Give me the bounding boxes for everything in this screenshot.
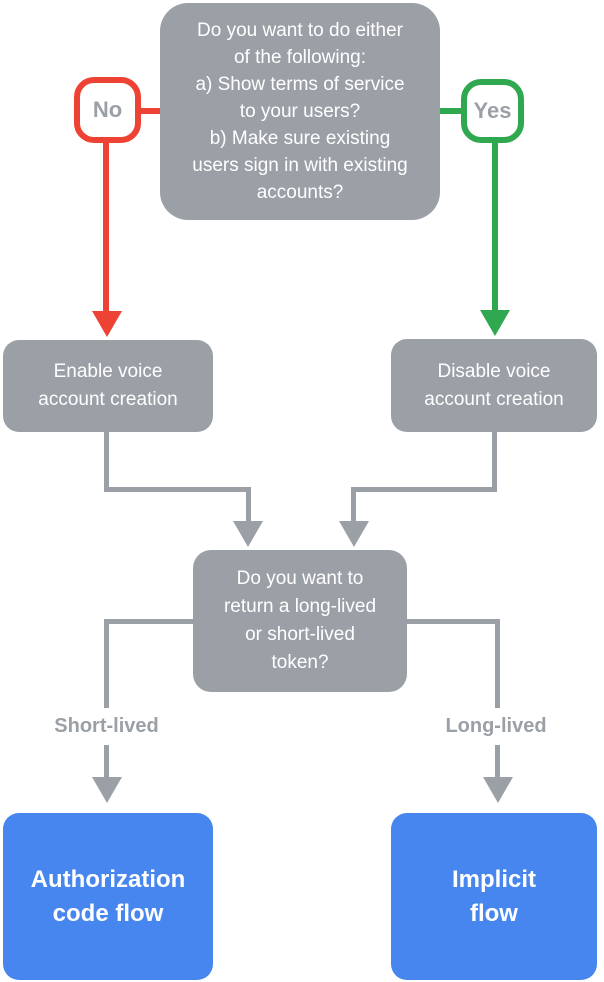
no-connector-vertical bbox=[103, 140, 109, 313]
enable-voice-account-creation-node: Enable voice account creation bbox=[3, 340, 213, 432]
question-token-lifetime-node: Do you want to return a long-lived or sh… bbox=[193, 550, 407, 692]
long-lived-connector-vertical bbox=[495, 619, 500, 779]
yes-connector-horizontal bbox=[438, 108, 462, 114]
disable-voice-account-creation-node: Disable voice account creation bbox=[391, 339, 597, 432]
long-lived-connector-horizontal bbox=[407, 619, 500, 624]
enable-voice-account-creation-text: Enable voice account creation bbox=[38, 361, 178, 410]
enable-connector-vertical bbox=[104, 432, 109, 490]
authorization-code-flow-text: Authorization code flow bbox=[30, 865, 186, 927]
question-token-lifetime-text: Do you want to return a long-lived or sh… bbox=[223, 568, 377, 673]
yes-badge-label: Yes bbox=[473, 98, 512, 123]
enable-arrowhead-icon bbox=[233, 521, 263, 547]
short-lived-edge-label-text: Short-lived bbox=[54, 715, 159, 737]
long-lived-arrowhead-icon bbox=[483, 777, 513, 803]
disable-voice-account-creation-text: Disable voice account creation bbox=[424, 360, 564, 410]
short-lived-connector-horizontal bbox=[104, 619, 194, 624]
short-lived-arrowhead-icon bbox=[92, 777, 122, 803]
disable-connector-drop bbox=[351, 487, 356, 523]
no-badge: No bbox=[74, 77, 141, 143]
short-lived-edge-label: Short-lived bbox=[21, 708, 192, 745]
no-arrowhead-icon bbox=[92, 311, 122, 337]
authorization-code-flow-node: Authorization code flow bbox=[3, 813, 213, 980]
yes-arrowhead-icon bbox=[480, 310, 510, 336]
enable-connector-horizontal bbox=[104, 487, 251, 492]
yes-connector-vertical bbox=[492, 141, 498, 311]
yes-badge: Yes bbox=[461, 79, 524, 143]
long-lived-edge-label-text: Long-lived bbox=[445, 715, 547, 737]
question-terms-of-service-node: Do you want to do either of the followin… bbox=[160, 3, 440, 220]
no-connector-horizontal bbox=[139, 108, 162, 114]
long-lived-edge-label: Long-lived bbox=[411, 708, 581, 745]
no-badge-label: No bbox=[92, 97, 123, 122]
implicit-flow-node: Implicit flow bbox=[391, 813, 597, 980]
short-lived-connector-vertical bbox=[104, 619, 109, 779]
enable-connector-drop bbox=[246, 487, 251, 523]
disable-arrowhead-icon bbox=[339, 521, 369, 547]
disable-connector-vertical bbox=[492, 431, 497, 490]
disable-connector-horizontal bbox=[351, 487, 497, 492]
implicit-flow-text: Implicit flow bbox=[451, 865, 536, 927]
question-terms-of-service-text: Do you want to do either of the followin… bbox=[192, 20, 408, 203]
